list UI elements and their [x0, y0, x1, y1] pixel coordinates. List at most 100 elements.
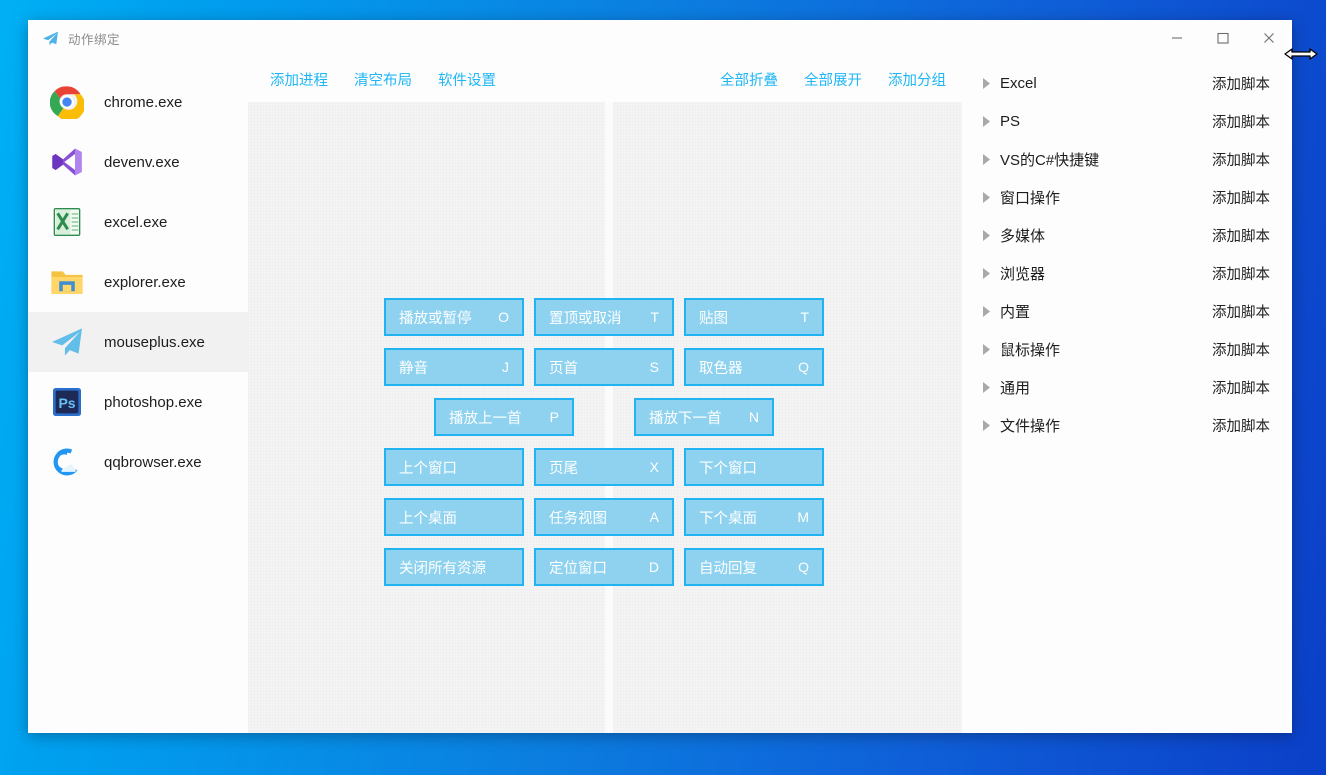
title-bar[interactable]: 动作绑定: [28, 20, 1292, 56]
sidebar-item-devenv[interactable]: devenv.exe: [28, 132, 248, 192]
action-button-label: 贴图: [699, 310, 728, 327]
action-button-label: 关闭所有资源: [399, 560, 486, 577]
script-group-row[interactable]: 文件操作添加脚本: [962, 406, 1292, 444]
action-button-label: 下个窗口: [699, 460, 757, 477]
script-group-row[interactable]: 浏览器添加脚本: [962, 254, 1292, 292]
chrome-icon: [48, 83, 86, 121]
action-button-label: 下个桌面: [699, 510, 757, 527]
chevron-right-icon[interactable]: [978, 305, 994, 317]
action-button-label: 播放上一首: [449, 410, 522, 427]
sidebar-item-chrome[interactable]: chrome.exe: [28, 72, 248, 132]
app-window: 动作绑定: [28, 20, 1292, 733]
add-script-button[interactable]: 添加脚本: [1212, 190, 1270, 207]
script-group-row[interactable]: 通用添加脚本: [962, 368, 1292, 406]
chevron-right-icon[interactable]: [978, 343, 994, 355]
clear-layout-button[interactable]: 清空布局: [354, 72, 412, 89]
add-script-button[interactable]: 添加脚本: [1212, 152, 1270, 169]
minimize-button[interactable]: [1154, 20, 1200, 56]
sidebar-item-label: explorer.exe: [104, 273, 186, 291]
add-script-button[interactable]: 添加脚本: [1212, 380, 1270, 397]
action-button[interactable]: 上个桌面: [384, 498, 524, 536]
action-button-shortcut: Q: [798, 559, 809, 575]
action-button[interactable]: 下个桌面 M: [684, 498, 824, 536]
chevron-right-icon[interactable]: [978, 153, 994, 165]
add-script-button[interactable]: 添加脚本: [1212, 342, 1270, 359]
svg-text:Ps: Ps: [58, 395, 75, 411]
paper-plane-icon: [48, 323, 86, 361]
chevron-right-icon[interactable]: [978, 115, 994, 127]
folder-icon: [48, 263, 86, 301]
add-group-button[interactable]: 添加分组: [888, 72, 946, 89]
add-process-button[interactable]: 添加进程: [270, 72, 328, 89]
expand-all-button[interactable]: 全部展开: [804, 72, 862, 89]
add-script-button[interactable]: 添加脚本: [1212, 304, 1270, 321]
collapse-all-button[interactable]: 全部折叠: [720, 72, 778, 89]
sidebar-item-qqbrowser[interactable]: qqbrowser.exe: [28, 432, 248, 492]
script-group-row[interactable]: 鼠标操作 添加脚本: [962, 330, 1292, 368]
maximize-button[interactable]: [1200, 20, 1246, 56]
script-group-row[interactable]: VS的C#快捷键 添加脚本: [962, 140, 1292, 178]
sidebar-item-photoshop[interactable]: Ps photoshop.exe: [28, 372, 248, 432]
action-button-shortcut: M: [797, 509, 809, 525]
sidebar-item-label: mouseplus.exe: [104, 333, 205, 351]
sidebar-item-mouseplus[interactable]: mouseplus.exe: [28, 312, 248, 372]
sidebar-item-explorer[interactable]: explorer.exe: [28, 252, 248, 312]
paper-plane-icon: [42, 31, 59, 46]
add-script-button[interactable]: 添加脚本: [1212, 418, 1270, 435]
sidebar-item-label: qqbrowser.exe: [104, 453, 202, 471]
close-button[interactable]: [1246, 20, 1292, 56]
action-button-label: 上个桌面: [399, 510, 457, 527]
script-group-label: 鼠标操作: [1000, 341, 1061, 359]
chevron-right-icon[interactable]: [978, 267, 994, 279]
action-button-label: 取色器: [699, 360, 743, 377]
title-bar-left: 动作绑定: [28, 29, 120, 48]
window-controls: [1154, 20, 1292, 56]
sidebar-item-label: chrome.exe: [104, 93, 183, 111]
action-button-label: 播放或暂停: [399, 310, 472, 327]
action-button[interactable]: 下个窗口: [684, 448, 824, 486]
process-sidebar: chrome.exe devenv.exe: [28, 56, 248, 733]
script-group-row[interactable]: 内置添加脚本: [962, 292, 1292, 330]
add-script-button[interactable]: 添加脚本: [1212, 228, 1270, 245]
action-button-label: 置顶或取消: [549, 310, 622, 327]
action-button[interactable]: 播放下一首 N: [634, 398, 774, 436]
chevron-right-icon[interactable]: [978, 191, 994, 203]
action-button[interactable]: 关闭所有资源: [384, 548, 524, 586]
script-group-row[interactable]: 多媒体添加脚本: [962, 216, 1292, 254]
sidebar-item-excel[interactable]: excel.exe: [28, 192, 248, 252]
action-button[interactable]: 上个窗口: [384, 448, 524, 486]
action-button-label: 播放下一首: [649, 410, 722, 427]
chevron-right-icon[interactable]: [978, 419, 994, 431]
software-settings-button[interactable]: 软件设置: [438, 72, 496, 89]
add-script-button[interactable]: 添加脚本: [1212, 76, 1270, 93]
action-button-label: 页首: [549, 360, 578, 377]
add-script-button[interactable]: 添加脚本: [1212, 114, 1270, 131]
qqbrowser-icon: [48, 443, 86, 481]
script-group-label: VS的C#快捷键: [1000, 151, 1100, 169]
chevron-right-icon[interactable]: [978, 229, 994, 241]
chevron-right-icon[interactable]: [978, 381, 994, 393]
action-button-shortcut: N: [748, 409, 759, 425]
action-button[interactable]: 自动回复 Q: [684, 548, 824, 586]
action-button-label: 自动回复: [699, 560, 757, 577]
chevron-right-icon[interactable]: [978, 77, 994, 89]
script-group-row[interactable]: 窗口操作添加脚本: [962, 178, 1292, 216]
photoshop-icon: Ps: [48, 383, 86, 421]
action-button-label: 上个窗口: [399, 460, 457, 477]
add-script-button[interactable]: 添加脚本: [1212, 266, 1270, 283]
action-button-label: 定位窗口: [549, 560, 607, 577]
